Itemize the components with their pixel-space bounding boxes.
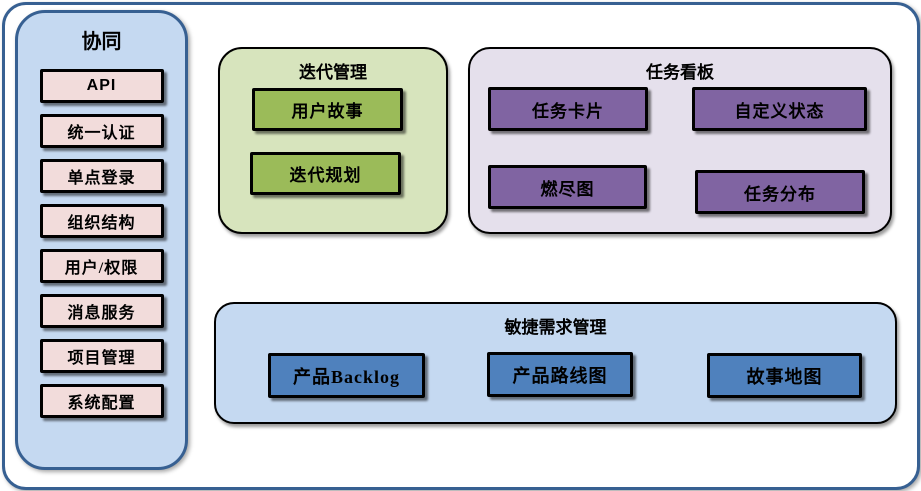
sidebar-item-sso: 单点登录 — [39, 159, 164, 193]
sidebar-item-org-structure: 组织结构 — [39, 204, 164, 238]
requirements-item-product-roadmap: 产品路线图 — [487, 352, 633, 397]
taskboard-item-task-card: 任务卡片 — [488, 87, 648, 131]
sidebar-item-message-service: 消息服务 — [39, 294, 164, 328]
taskboard-item-burndown-chart: 燃尽图 — [488, 165, 647, 209]
agile-requirements-group: 敏捷需求管理 产品Backlog 产品路线图 故事地图 — [214, 302, 897, 424]
sidebar-item-system-config: 系统配置 — [39, 384, 164, 418]
iteration-item-iteration-planning: 迭代规划 — [250, 152, 401, 195]
sidebar-item-api: API — [39, 69, 164, 103]
requirements-item-story-map: 故事地图 — [707, 353, 862, 398]
collaboration-panel: 协同 API 统一认证 单点登录 组织结构 用户/权限 消息服务 项目管理 系统… — [15, 10, 188, 470]
taskboard-item-custom-status: 自定义状态 — [692, 87, 867, 131]
sidebar-item-project-management: 项目管理 — [39, 339, 164, 373]
task-board-group: 任务看板 任务卡片 自定义状态 燃尽图 任务分布 — [468, 47, 892, 234]
requirements-item-product-backlog: 产品Backlog — [268, 353, 425, 398]
collaboration-item-list: API 统一认证 单点登录 组织结构 用户/权限 消息服务 项目管理 系统配置 — [18, 69, 185, 418]
iteration-management-group: 迭代管理 用户故事 迭代规划 — [218, 47, 448, 234]
agile-requirements-title: 敏捷需求管理 — [504, 318, 607, 337]
iteration-item-user-story: 用户故事 — [252, 88, 403, 131]
sidebar-item-unified-auth: 统一认证 — [39, 114, 164, 148]
collaboration-panel-title: 协同 — [81, 31, 122, 53]
iteration-management-title: 迭代管理 — [299, 63, 367, 82]
taskboard-item-task-distribution: 任务分布 — [695, 170, 865, 214]
task-board-title: 任务看板 — [646, 63, 714, 82]
sidebar-item-user-permissions: 用户/权限 — [39, 249, 164, 283]
